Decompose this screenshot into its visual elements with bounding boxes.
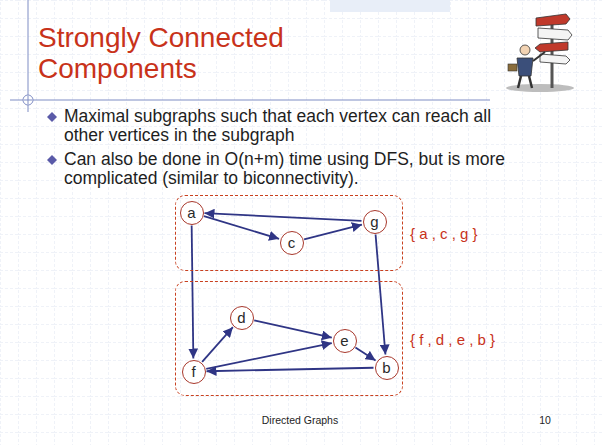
vertex-label: d <box>237 310 245 325</box>
directed-edge <box>204 213 361 221</box>
vertex-label: a <box>187 205 195 220</box>
slide-title: Strongly Connected Components <box>38 22 338 84</box>
vertex-circle: d <box>230 306 254 330</box>
vertex-label: e <box>340 333 348 348</box>
signpost-clipart <box>506 14 574 92</box>
directed-edge <box>202 327 233 362</box>
directed-edge <box>254 320 332 337</box>
component-region: { a , c , g }acg <box>175 195 403 271</box>
component-set-label: { f , d , e , b } <box>410 330 495 347</box>
directed-edge <box>204 216 279 239</box>
vertex-label: g <box>370 214 378 229</box>
directed-edge <box>192 225 194 358</box>
vertex-circle: b <box>375 356 399 380</box>
title-rule <box>10 100 490 101</box>
footer-text: Directed Graphs <box>200 414 400 427</box>
bullet-text: Maximal subgraphs such that each vertex … <box>64 107 526 145</box>
component-region: { f , d , e , b }defb <box>175 281 403 396</box>
directed-edge <box>206 368 373 371</box>
vertex-label: f <box>191 364 195 379</box>
vertex-circle: a <box>180 201 204 225</box>
directed-edge <box>206 343 332 369</box>
vertex-circle: c <box>280 231 304 255</box>
vertex-label: b <box>382 360 390 375</box>
top-band <box>330 0 450 12</box>
directed-edge <box>355 348 375 361</box>
directed-edge <box>376 234 386 354</box>
bullet-diamond <box>47 155 57 165</box>
vertex-circle: f <box>182 360 206 384</box>
rule-marker <box>23 95 33 105</box>
vertex-circle: e <box>333 329 357 353</box>
directed-edge <box>304 225 362 240</box>
vertex-circle: g <box>363 210 387 234</box>
bullet-text: Can also be done in O(n+m) time using DF… <box>64 150 526 188</box>
page-number: 10 <box>525 414 565 427</box>
vertex-label: c <box>288 235 296 250</box>
component-set-label: { a , c , g } <box>410 225 478 242</box>
bullet-diamond <box>47 112 57 122</box>
